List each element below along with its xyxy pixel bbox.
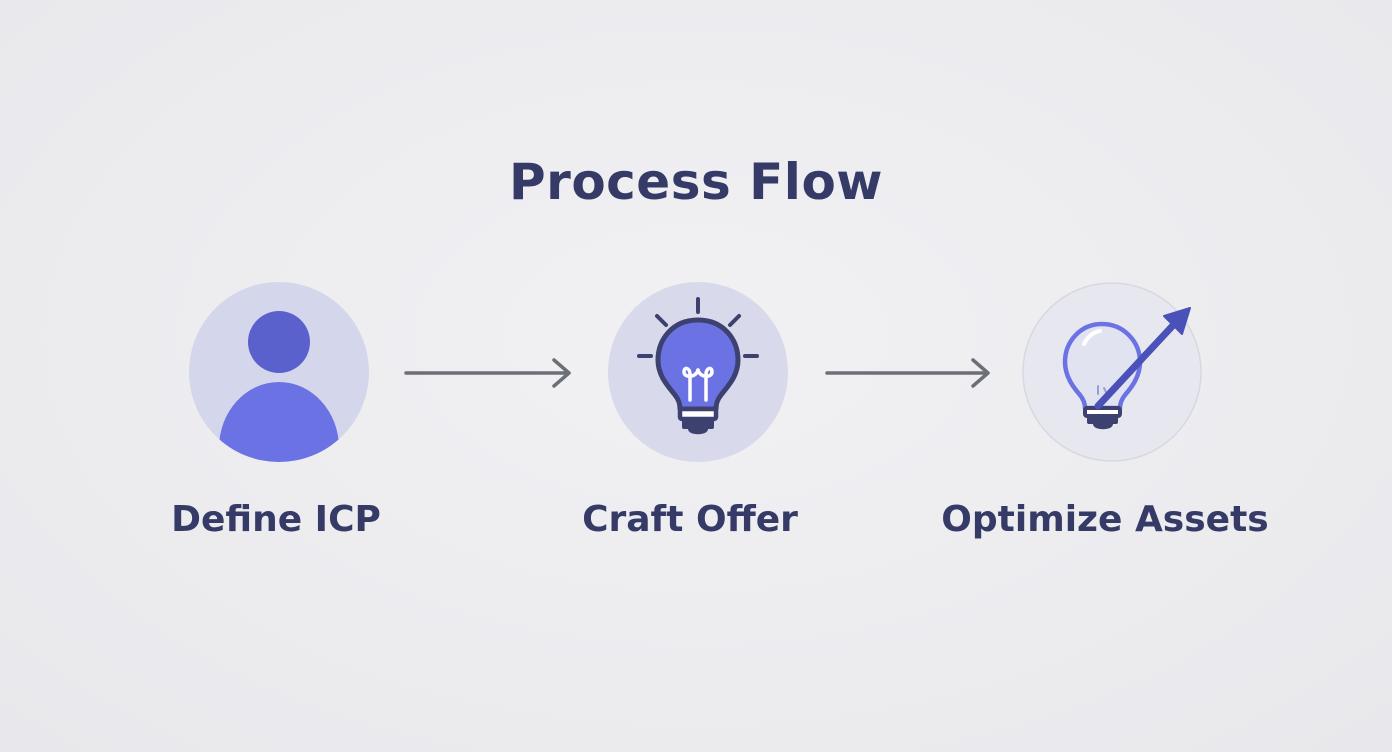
lightbulb-growth-arrow-icon xyxy=(1022,282,1202,462)
flow-arrow-1 xyxy=(404,356,574,390)
arrow-right-icon xyxy=(825,358,990,388)
user-icon xyxy=(189,282,369,462)
step-1-node xyxy=(189,282,369,462)
step-2-node xyxy=(608,282,788,462)
diagram-title: Process Flow xyxy=(509,153,883,211)
step-3-node xyxy=(1022,282,1202,462)
step-2-label: Craft Offer xyxy=(582,499,798,540)
arrow-right-icon xyxy=(404,358,571,388)
step-3-label: Optimize Assets xyxy=(941,499,1269,540)
flow-arrow-2 xyxy=(825,356,993,390)
lightbulb-icon xyxy=(608,282,788,462)
step-1-label: Define ICP xyxy=(171,499,381,540)
